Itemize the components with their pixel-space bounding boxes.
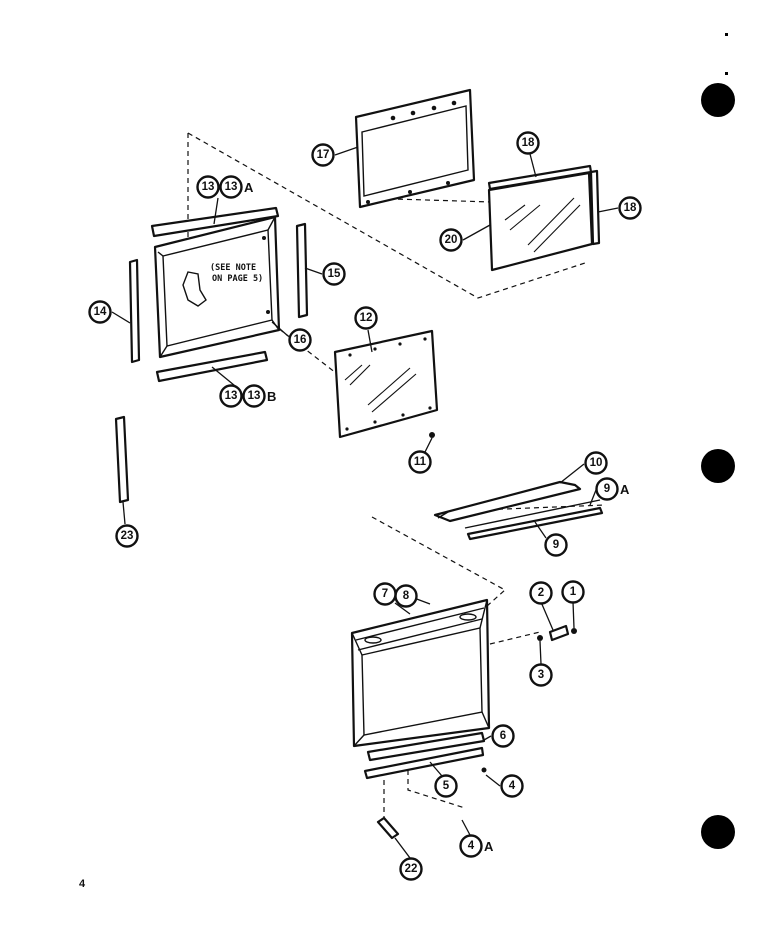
- callout-13-top-suffix: A: [244, 180, 254, 195]
- see-note-line1: (SEE NOTE: [210, 263, 256, 273]
- svg-text:9: 9: [604, 483, 610, 495]
- callout-2: 2: [529, 581, 553, 605]
- callout-5: 5: [434, 774, 458, 798]
- svg-text:13: 13: [225, 390, 238, 402]
- callout-7: 7: [373, 582, 397, 606]
- callout-18-top: 18: [516, 131, 540, 155]
- see-note-line2: ON PAGE 5): [212, 274, 263, 284]
- callout-13-bottom-a: 13: [219, 384, 243, 408]
- hinge-clip: [376, 816, 400, 840]
- svg-text:13: 13: [202, 181, 215, 193]
- svg-text:4: 4: [468, 840, 475, 852]
- svg-text:3: 3: [538, 669, 544, 681]
- latch-assembly: [537, 624, 577, 642]
- callout-8: 8: [394, 584, 418, 608]
- callout-20: 20: [439, 228, 463, 252]
- svg-text:22: 22: [405, 863, 418, 875]
- svg-text:9: 9: [553, 539, 559, 551]
- callout-22: 22: [399, 857, 423, 881]
- callout-13-bottom-suffix: B: [267, 389, 276, 404]
- callout-6: 6: [491, 724, 515, 748]
- svg-text:4: 4: [509, 780, 516, 792]
- callout-11: 11: [408, 450, 432, 474]
- gasket-strip: [114, 415, 130, 504]
- callout-3: 3: [529, 663, 553, 687]
- door-hinge-bar: [363, 746, 485, 780]
- svg-text:13: 13: [225, 181, 238, 193]
- callout-12: 12: [354, 306, 378, 330]
- outer-glass-panel: [487, 171, 594, 272]
- door-frame-top-trim: [150, 206, 280, 238]
- svg-text:16: 16: [294, 334, 307, 346]
- svg-text:10: 10: [590, 457, 603, 469]
- door-frame: [153, 215, 281, 359]
- svg-text:7: 7: [382, 588, 388, 600]
- inner-glass-panel: [333, 329, 439, 439]
- svg-text:12: 12: [360, 312, 373, 324]
- callout-13-top-b: 13: [219, 175, 243, 199]
- callout-9a: 9: [595, 477, 619, 501]
- binder-hole-bottom: [701, 815, 735, 849]
- door-frame-bottom-trim: [155, 350, 269, 383]
- callout-9: 9: [544, 533, 568, 557]
- callout-4a: 4: [459, 834, 483, 858]
- svg-text:8: 8: [403, 590, 410, 602]
- callout-17: 17: [311, 143, 335, 167]
- svg-text:18: 18: [522, 137, 535, 149]
- callout-14: 14: [88, 300, 112, 324]
- door-screw-4: [481, 767, 487, 773]
- callout-15: 15: [322, 262, 346, 286]
- scan-mark: [725, 33, 728, 36]
- svg-text:6: 6: [500, 730, 506, 742]
- callout-4: 4: [500, 774, 524, 798]
- binder-hole-top: [701, 83, 735, 117]
- page-number: 4: [79, 878, 86, 890]
- callout-4a-suffix: A: [484, 839, 494, 854]
- door-handle-assembly: [433, 480, 604, 541]
- callout-13-bottom-b: 13: [242, 384, 266, 408]
- callout-10: 10: [584, 451, 608, 475]
- callout-18-side: 18: [618, 196, 642, 220]
- svg-text:2: 2: [538, 587, 544, 599]
- svg-text:15: 15: [328, 268, 341, 280]
- callout-9a-suffix: A: [620, 482, 630, 497]
- glass-channel-side: [589, 169, 601, 246]
- outer-door-panel: [350, 598, 491, 748]
- callout-13-top-a: 13: [196, 175, 220, 199]
- door-frame-right-trim: [295, 222, 309, 319]
- scan-mark: [725, 72, 728, 75]
- svg-text:13: 13: [248, 390, 261, 402]
- svg-text:17: 17: [317, 149, 330, 161]
- svg-text:18: 18: [624, 202, 637, 214]
- callout-1: 1: [561, 580, 585, 604]
- callout-16: 16: [288, 328, 312, 352]
- svg-text:23: 23: [121, 530, 134, 542]
- binder-hole-middle: [701, 449, 735, 483]
- door-bottom-strip: [366, 731, 486, 762]
- callout-23: 23: [115, 524, 139, 548]
- svg-text:14: 14: [94, 306, 107, 318]
- svg-text:11: 11: [414, 456, 427, 468]
- inner-door-liner: [354, 88, 476, 209]
- svg-text:5: 5: [443, 780, 450, 792]
- door-frame-left-trim: [128, 258, 141, 364]
- svg-text:1: 1: [570, 586, 577, 598]
- svg-text:20: 20: [445, 234, 458, 246]
- glass-screw: [429, 432, 435, 438]
